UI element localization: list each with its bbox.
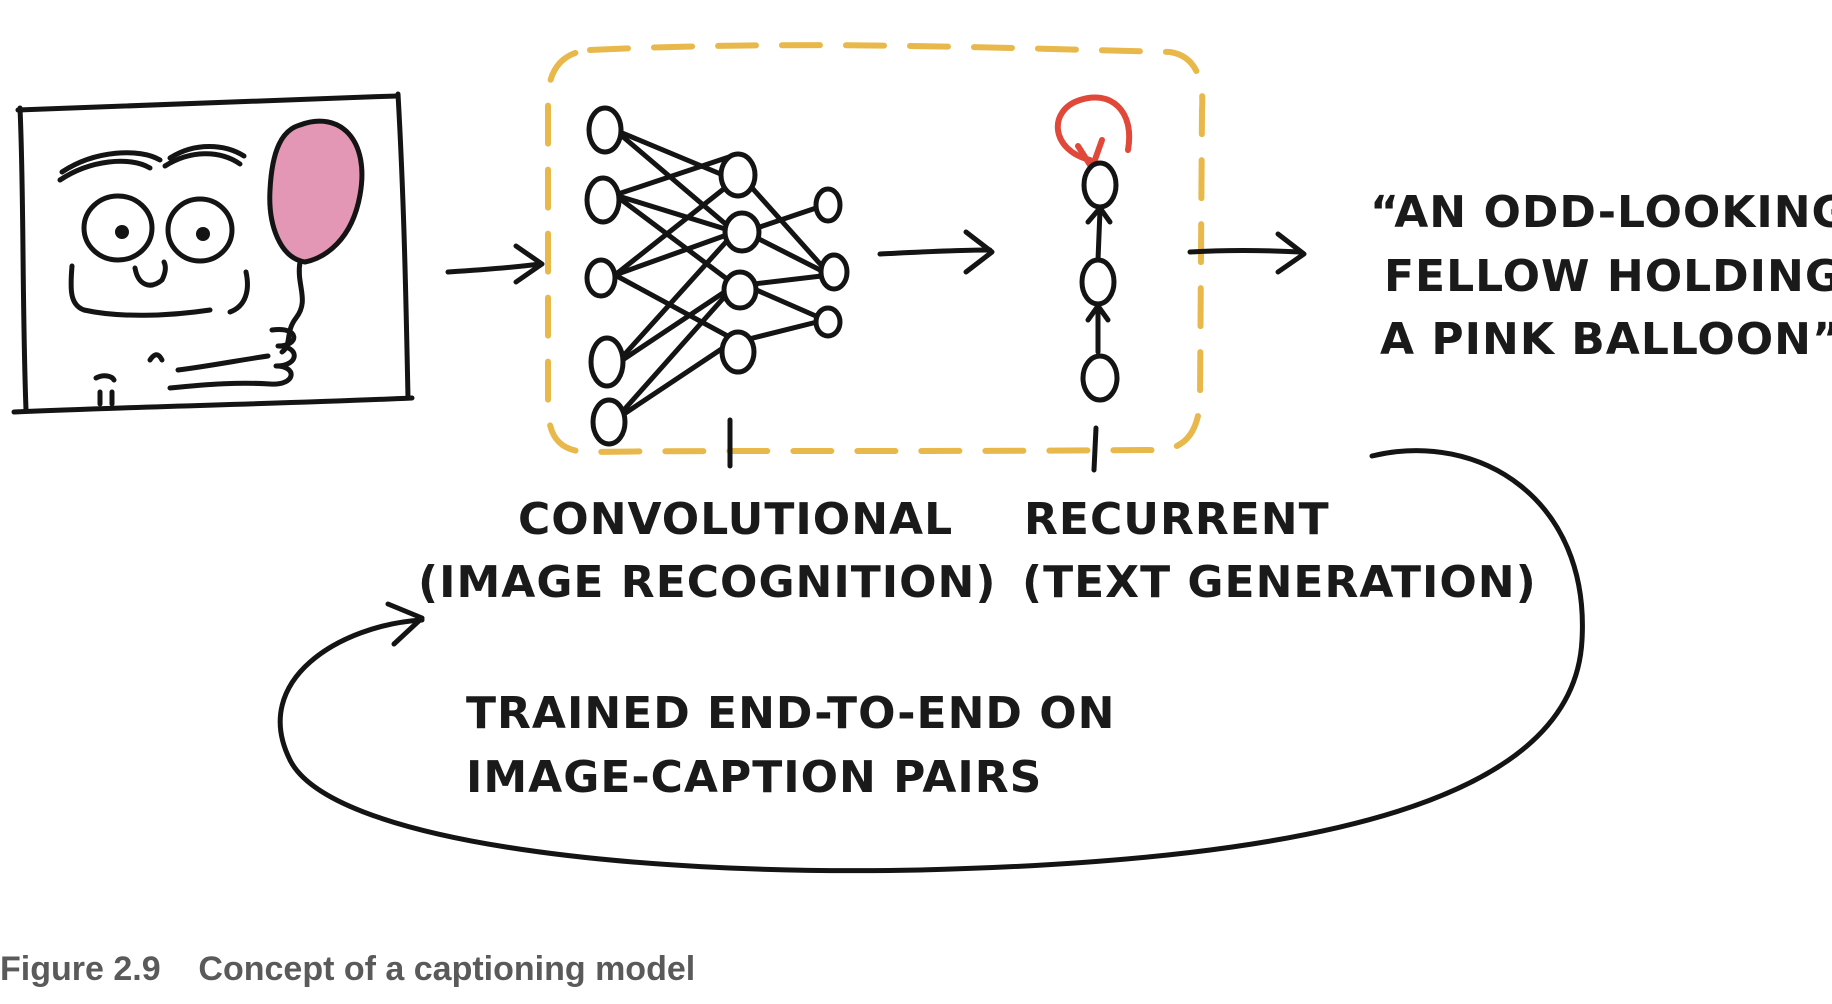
arrow-image-to-conv (445, 243, 545, 285)
figure-title: Concept of a captioning model (198, 950, 696, 988)
conv-node (590, 397, 628, 447)
balloon (267, 118, 365, 355)
recurrent-label-tick (1091, 425, 1099, 473)
conv-node (813, 186, 843, 224)
model-dashed-box (545, 42, 1206, 456)
output-caption-line: FELLOW HOLDING (1384, 251, 1832, 302)
convolutional-sublabel: (IMAGE RECOGNITION) (418, 557, 996, 608)
conv-node (813, 305, 843, 339)
conv-node (584, 175, 622, 225)
recurrent-sublabel: (TEXT GENERATION) (1022, 557, 1537, 608)
recurrent-node (1080, 353, 1120, 403)
conv-node (721, 269, 759, 311)
recurrent-node (1079, 257, 1117, 307)
output-caption-line: “AN ODD-LOOKING (1370, 187, 1832, 238)
recurrent-label: RECURRENT (1024, 494, 1330, 545)
conv-node (722, 210, 762, 254)
face (57, 144, 297, 407)
conv-edges (612, 127, 833, 423)
figure-caption: Figure 2.9 Concept of a captioning model (0, 952, 695, 986)
conv-node (586, 105, 624, 155)
conv-node (719, 329, 757, 375)
conv-node (584, 257, 618, 299)
arrow-recurrent-to-caption (1187, 231, 1307, 275)
output-caption-line: A PINK BALLOON” (1380, 314, 1832, 365)
training-label: TRAINED END-TO-END ON (466, 688, 1116, 739)
convolutional-label: CONVOLUTIONAL (518, 494, 953, 545)
figure-number: Figure 2.9 (0, 950, 161, 988)
training-loop-arrow (277, 448, 1585, 874)
training-sublabel: IMAGE-CAPTION PAIRS (466, 752, 1042, 803)
conv-node (718, 151, 758, 199)
input-image-sketch (11, 91, 415, 415)
recurrent-loop-arrow (1054, 94, 1133, 163)
recurrent-node (1081, 160, 1119, 210)
convolutional-network (584, 105, 850, 447)
arrow-conv-to-recurrent (877, 229, 995, 275)
conv-node (818, 252, 850, 292)
conv-node (588, 335, 626, 389)
recurrent-network (1054, 94, 1133, 403)
